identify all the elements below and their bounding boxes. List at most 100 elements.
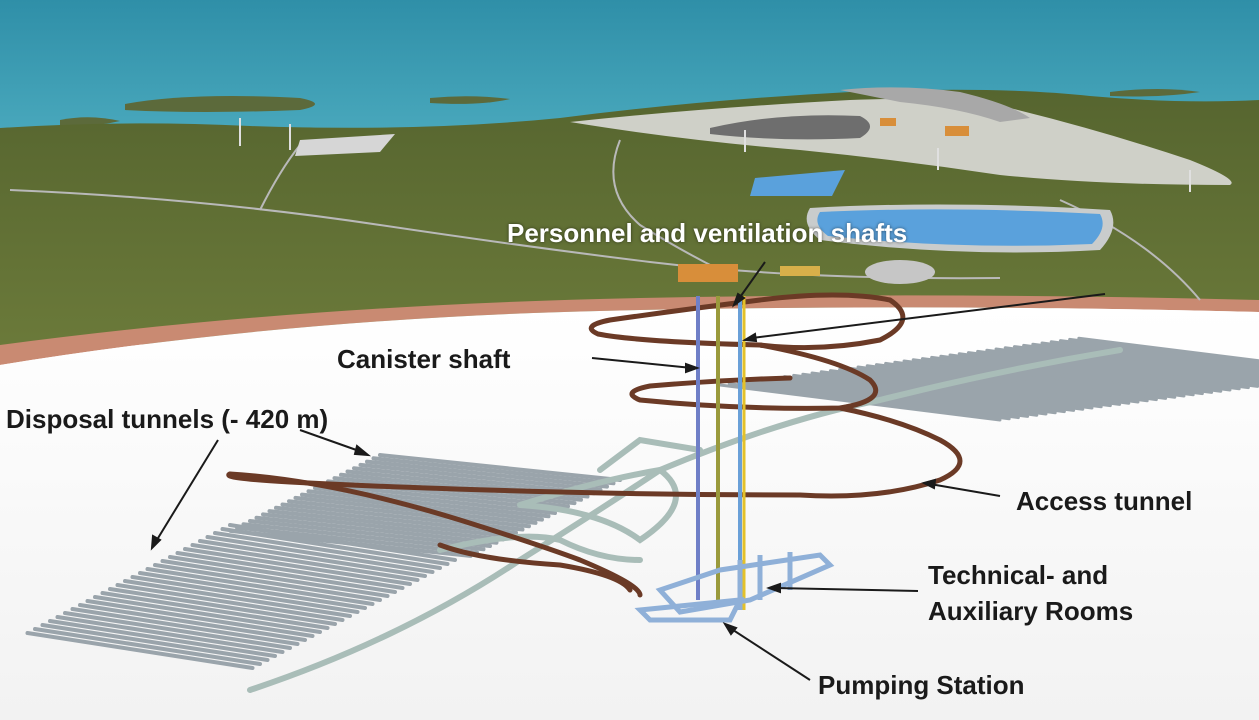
disposal-tunnel <box>293 495 538 525</box>
disposal-tunnel <box>267 509 512 539</box>
disposal-tunnel <box>985 348 1259 386</box>
label-technical-rooms-line2: Auxiliary Rooms <box>928 596 1134 626</box>
disposal-tunnel <box>130 575 360 614</box>
technical-rooms <box>634 552 835 623</box>
leader-pumping-station <box>729 627 811 681</box>
label-canister-shaft: Canister shaft <box>337 344 511 374</box>
leader-lines <box>150 261 1106 681</box>
leader-canister-shaft <box>591 357 693 369</box>
disposal-tunnel <box>352 466 596 496</box>
disposal-tunnel <box>48 619 277 658</box>
disposal-tunnel <box>213 531 442 570</box>
disposal-tunnel <box>884 361 1168 400</box>
surface-road <box>612 139 721 271</box>
disposal-tunnel <box>801 372 1085 411</box>
disposal-tunnel <box>838 367 1122 406</box>
disposal-tunnel <box>856 365 1140 404</box>
disposal-tunnel <box>1049 340 1259 370</box>
leader-disposal-tunnels-left <box>154 439 219 544</box>
stockpile <box>710 115 870 140</box>
island <box>125 96 315 112</box>
disposal-tunnel <box>828 369 1112 408</box>
disposal-tunnel <box>183 547 412 586</box>
industrial-area <box>570 99 1232 185</box>
disposal-tunnel <box>145 567 375 606</box>
disposal-tunnel <box>93 595 322 634</box>
disposal-tunnel <box>108 587 337 626</box>
pond-water <box>817 209 1103 246</box>
disposal-tunnel <box>63 611 292 650</box>
disposal-tunnel <box>160 559 390 598</box>
disposal-tunnel <box>205 535 435 574</box>
disposal-tunnel <box>100 591 330 630</box>
disposal-tunnel <box>235 525 479 555</box>
disposal-tunnel <box>920 357 1204 396</box>
label-access-tunnel: Access tunnel <box>1016 486 1193 516</box>
disposal-tunnel <box>306 489 551 519</box>
disposal-tunnel <box>115 583 345 622</box>
building-grey <box>295 134 395 156</box>
disposal-tunnel <box>274 505 518 535</box>
disposal-tunnel <box>893 360 1177 399</box>
disposal-tunnel <box>792 373 1076 412</box>
central-tunnel <box>437 533 643 563</box>
island <box>430 96 510 104</box>
label-pumping-station: Pumping Station <box>818 670 1025 700</box>
disposal-tunnel <box>33 627 262 666</box>
surface-building <box>678 264 738 282</box>
disposal-tunnel <box>228 528 473 558</box>
surface-road <box>259 144 301 211</box>
surface-building <box>780 266 820 276</box>
disposal-tunnel <box>902 359 1186 398</box>
disposal-tunnel <box>994 347 1259 384</box>
disposal-tunnel <box>957 352 1241 391</box>
building <box>880 118 896 126</box>
label-disposal-tunnels: Disposal tunnels (- 420 m) <box>6 404 329 434</box>
disposal-tunnel <box>1003 346 1259 382</box>
disposal-tunnel <box>782 375 1066 414</box>
central-tunnel <box>517 466 679 544</box>
disposal-tunnel <box>261 512 505 542</box>
disposal-tunnel <box>123 579 352 618</box>
central-tunnel-network <box>247 347 1123 693</box>
disposal-tunnel <box>40 623 270 662</box>
disposal-tunnel <box>976 349 1259 388</box>
disposal-tunnel <box>966 351 1250 390</box>
disposal-tunnel <box>175 551 405 590</box>
disposal-tunnel <box>168 555 397 594</box>
disposal-tunnel <box>358 462 603 492</box>
disposal-tunnel <box>773 376 1057 415</box>
leader-personnel-shaft <box>737 261 766 301</box>
disposal-tunnel <box>847 366 1131 405</box>
leader-access-tunnel <box>929 483 1001 497</box>
disposal-tunnel <box>1012 345 1259 379</box>
label-personnel-ventilation-shafts: Personnel and ventilation shafts <box>507 218 908 248</box>
disposal-tunnel <box>939 354 1223 393</box>
disposal-tunnel <box>70 607 300 646</box>
label-technical-rooms-line1: Technical- and <box>928 560 1109 590</box>
disposal-tunnel <box>371 456 616 486</box>
disposal-tunnel <box>1031 342 1259 374</box>
disposal-tunnel <box>948 353 1232 392</box>
rock-edge <box>0 295 1259 365</box>
leader-disposal-tunnels-right <box>299 429 363 453</box>
access-tunnel <box>437 542 633 593</box>
disposal-tunnel <box>198 539 427 578</box>
disposal-tunnel <box>1068 337 1259 365</box>
disposal-tunnel <box>365 459 609 489</box>
leader-technical-rooms <box>774 587 919 592</box>
disposal-tunnel <box>85 599 315 638</box>
central-tunnel <box>597 436 703 473</box>
disposal-tunnel <box>287 499 531 529</box>
disposal-tunnel <box>55 615 285 654</box>
disposal-tunnel <box>1022 343 1259 377</box>
disposal-tunnel <box>810 371 1094 410</box>
island <box>1110 89 1200 97</box>
surface-building <box>865 260 935 284</box>
disposal-tunnel <box>1077 336 1259 363</box>
disposal-tunnel <box>930 355 1214 394</box>
disposal-tunnel <box>1058 339 1259 367</box>
disposal-tunnel <box>153 563 382 602</box>
